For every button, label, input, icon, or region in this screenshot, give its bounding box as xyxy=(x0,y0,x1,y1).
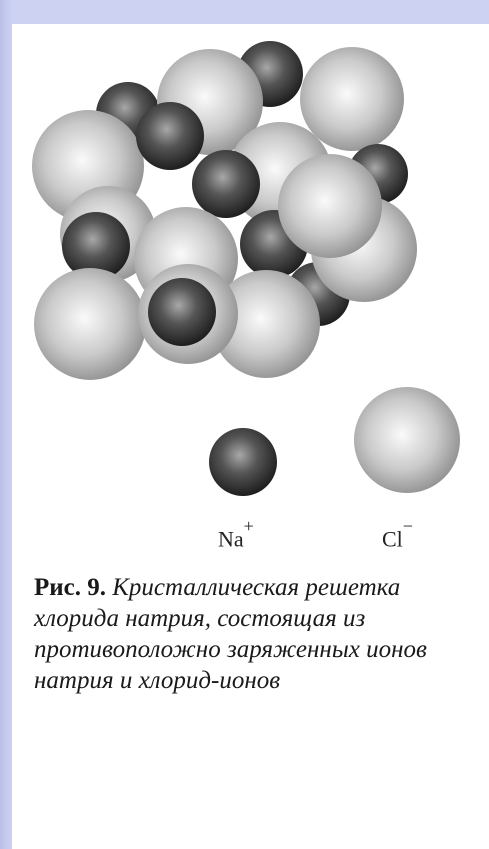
na-ion-label: Na+ xyxy=(218,516,254,552)
figure-caption: Рис. 9. Кристаллическая решетка хлорида … xyxy=(34,572,474,696)
cl-charge: − xyxy=(402,516,413,536)
na-ion-legend-icon xyxy=(209,428,277,496)
cl-ion-legend-icon xyxy=(354,387,460,493)
ion-legend-icons xyxy=(209,387,460,496)
cl-ion xyxy=(300,47,404,151)
na-ion xyxy=(136,102,204,170)
na-charge: + xyxy=(243,516,254,536)
cl-ion xyxy=(212,270,320,378)
cl-ion xyxy=(278,154,382,258)
na-ion xyxy=(192,150,260,218)
cl-ion-label: Cl− xyxy=(382,516,413,552)
na-ion xyxy=(62,212,130,280)
na-symbol: Na xyxy=(218,526,244,552)
cl-ion xyxy=(34,268,146,380)
na-ion xyxy=(148,278,216,346)
cl-symbol: Cl xyxy=(382,526,403,552)
textbook-page: Na+ Cl− Рис. 9. Кристаллическая решетка … xyxy=(12,24,489,849)
figure-label: Рис. 9. xyxy=(34,574,107,601)
sodium-chloride-lattice-illustration xyxy=(32,41,417,380)
figure-caption-text: Кристаллическая решетка хлорида натрия, … xyxy=(34,574,427,694)
